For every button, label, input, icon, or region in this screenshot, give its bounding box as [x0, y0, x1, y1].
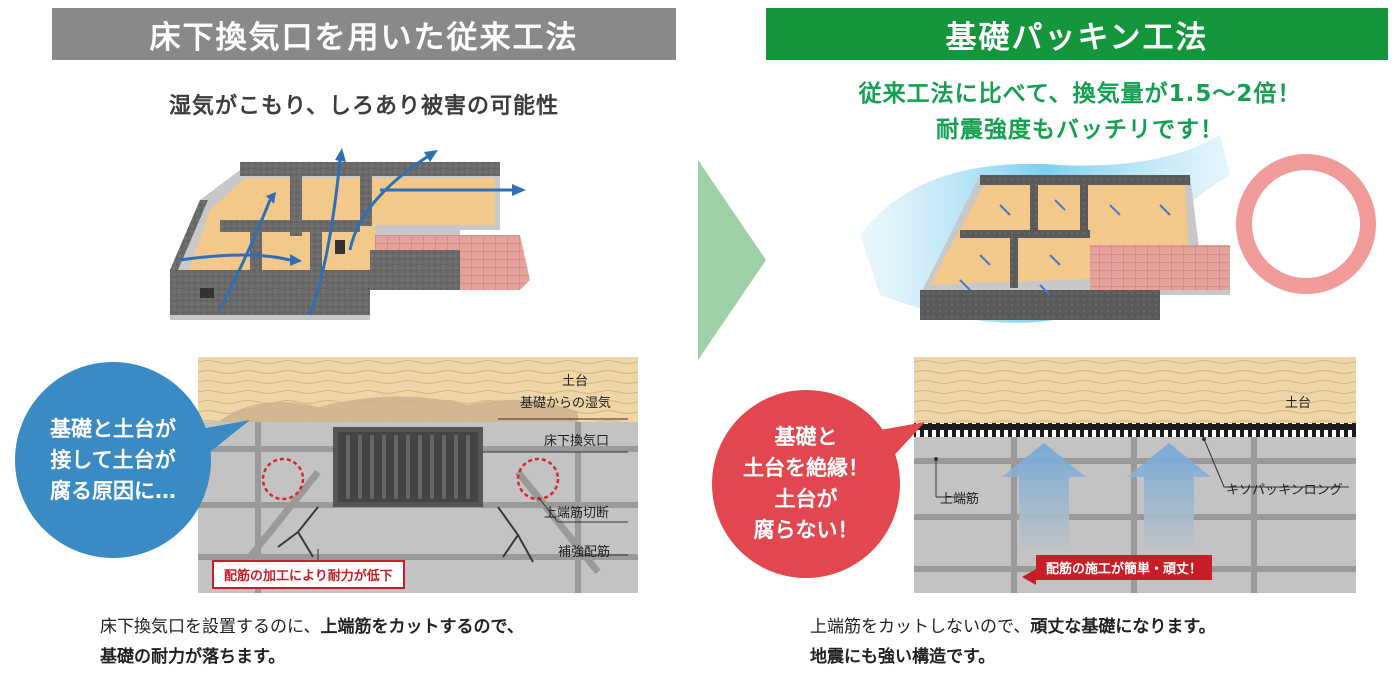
- caption-right-bold-2: 地震にも強い構造です。: [810, 647, 996, 667]
- label-reinforcement: 補強配筋: [558, 545, 611, 560]
- label-packing: キソパッキンロング: [1226, 483, 1343, 498]
- good-mark-icon: [1236, 154, 1376, 294]
- subtitle-packing: 従来工法に比べて、換気量が1.5〜2倍！ 耐震強度もバッチリです！: [780, 76, 1380, 148]
- comparison-arrow: [698, 160, 766, 360]
- header-packing: 基礎パッキン工法: [766, 8, 1388, 60]
- caption-left-plain: 床下換気口を設置するのに、: [100, 617, 321, 637]
- bubble-pointer-right: [880, 422, 925, 462]
- label-moisture: 基礎からの湿気: [520, 396, 612, 411]
- subtitle-line-1: 従来工法に比べて、換気量が1.5〜2倍！: [858, 81, 1302, 107]
- subtitle-line-2: 耐震強度もバッチリです！: [936, 117, 1224, 143]
- caption-conventional: 床下換気口を設置するのに、上端筋をカットするので、 基礎の耐力が落ちます。: [100, 612, 660, 672]
- label-rebar-cut: 上端筋切断: [544, 506, 610, 521]
- label-vent: 床下換気口: [544, 434, 610, 449]
- bubble-conventional: 基礎と土台が 接して土台が 腐る原因に…: [15, 362, 211, 558]
- conventional-foundation-3d: [170, 148, 530, 320]
- bubble-line-2: 土台を絶縁！: [743, 456, 869, 480]
- label-top-rebar: 上端筋: [940, 492, 980, 507]
- bubble-line-1: 基礎と土台が: [50, 416, 176, 441]
- subtitle-conventional: 湿気がこもり、しろあり被害の可能性: [168, 94, 560, 119]
- warning-tag: 配筋の加工により耐力が低下: [212, 560, 405, 589]
- packing-foundation-3d: [860, 135, 1230, 323]
- bubble-packing: 基礎と 土台を絶縁！ 土台が 腐らない！: [712, 390, 900, 578]
- caption-right-plain: 上端筋をカットしないので、: [810, 617, 1031, 637]
- header-conventional: 床下換気口を用いた従来工法: [52, 8, 676, 60]
- caption-right-bold-1: 頑丈な基礎になります。: [1030, 617, 1216, 637]
- bubble-pointer-left: [195, 420, 250, 460]
- bubble-line-3: 土台が: [774, 487, 838, 511]
- label-sill-left: 土台: [562, 374, 589, 389]
- bubble-line-1: 基礎と: [774, 425, 838, 449]
- caption-packing: 上端筋をカットしないので、頑丈な基礎になります。 地震にも強い構造です。: [810, 612, 1370, 672]
- caption-left-bold-1: 上端筋をカットするので、: [320, 617, 524, 637]
- benefit-tag: 配筋の施工が簡単・頑丈！: [1036, 555, 1213, 580]
- conventional-section: [198, 357, 638, 593]
- bubble-line-3: 腐る原因に…: [50, 478, 176, 503]
- bubble-line-2: 接して土台が: [50, 447, 176, 472]
- caption-left-bold-2: 基礎の耐力が落ちます。: [100, 647, 286, 667]
- bubble-line-4: 腐らない！: [753, 518, 859, 542]
- label-sill-right: 土台: [1285, 396, 1312, 411]
